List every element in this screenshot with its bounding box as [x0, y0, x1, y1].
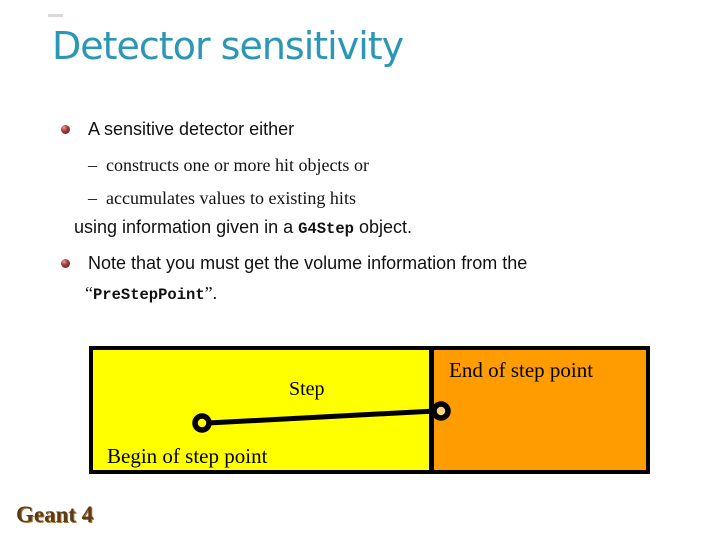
dash-marker: –: [88, 155, 97, 175]
inline-code-g4step: G4Step: [298, 220, 354, 238]
sub-bullet-2: – accumulates values to existing hits: [88, 188, 356, 209]
step-diagram: Step Begin of step point End of step poi…: [89, 346, 650, 474]
end-step-point-label: End of step point: [449, 358, 594, 382]
sub-bullet-2-text: accumulates values to existing hits: [106, 188, 356, 208]
continuation-post-text: object.: [353, 217, 412, 237]
slide-edge-artifact: [48, 14, 63, 17]
bullet-sphere-icon: [61, 259, 70, 268]
continuation-pre-text: using information given in a: [74, 217, 299, 237]
bullet-item-2: Note that you must get the volume inform…: [88, 253, 528, 273]
end-step-point-circle: [431, 401, 451, 421]
bullet-sphere-icon: [61, 125, 70, 134]
sub-bullet-1-text: constructs one or more hit objects or: [106, 155, 369, 175]
begin-step-point-label: Begin of step point: [107, 444, 268, 468]
inline-code-prestepppoint: PreStepPoint: [93, 286, 205, 304]
step-line: [207, 408, 436, 426]
step-label: Step: [289, 378, 325, 400]
bullet-item-1-continuation: using information given in a G4Step obje…: [74, 217, 412, 238]
geant4-logo: Geant 4: [16, 502, 94, 527]
bullet-item-2-line2: “PreStepPoint”.: [85, 283, 217, 304]
dash-marker: –: [88, 188, 97, 208]
step-line-graphic: [192, 401, 451, 433]
begin-step-point-circle: [192, 413, 212, 433]
close-quote: ”.: [204, 283, 218, 303]
bullet-item-1: A sensitive detector either: [88, 119, 295, 139]
sub-bullet-1: – constructs one or more hit objects or: [88, 155, 369, 176]
page-title: Detector sensitivity: [52, 24, 404, 68]
open-quote: “: [85, 283, 93, 303]
